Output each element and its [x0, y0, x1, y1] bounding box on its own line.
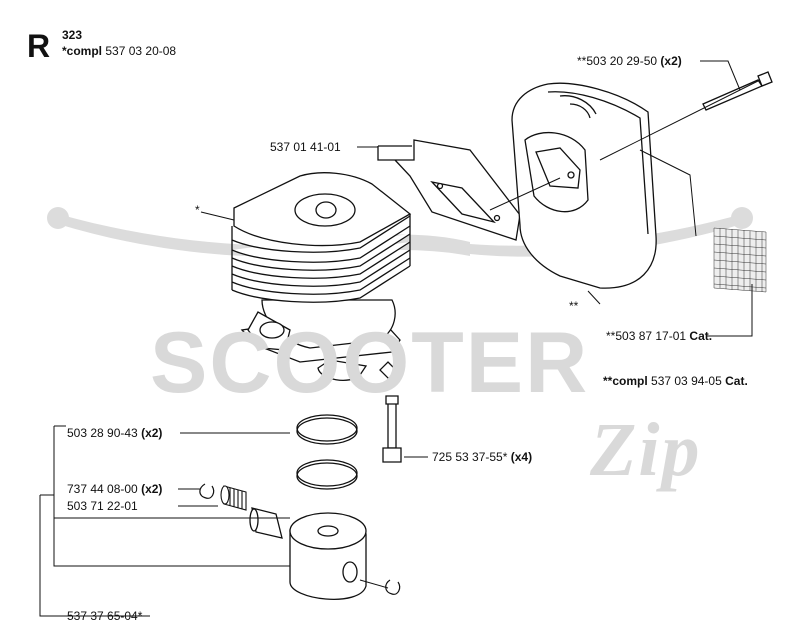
part-number: 503 87 17-01	[615, 329, 687, 343]
part-prefix: **	[606, 329, 616, 343]
part-number: 537 01 41-01	[270, 140, 341, 154]
part-number: 725 53 37-55*	[432, 450, 508, 464]
piston-rings-shape	[296, 414, 358, 490]
piston-shape	[289, 512, 367, 600]
part-number: 737 44 08-00	[67, 482, 138, 496]
compl-prefix: *compl	[62, 44, 103, 58]
part-qty: (x2)	[660, 54, 682, 68]
callout-cylinder-screw: 725 53 37-55* (x4)	[432, 450, 532, 464]
muffler-bolt-shape	[702, 71, 773, 111]
callout-muffler-bolt: **503 20 29-50 (x2)	[577, 54, 682, 68]
section-letter: R	[27, 28, 51, 64]
part-number: 537 37 65-04*	[67, 609, 143, 623]
callout-piston-kit: 537 37 65-04*	[67, 609, 142, 623]
part-qty: (x2)	[141, 482, 163, 496]
model-number: 323	[62, 28, 83, 42]
callout-muffler-bracket: 537 01 41-01	[270, 140, 341, 154]
callout-spark-screen: **503 87 17-01 Cat.	[606, 329, 712, 343]
cylinder-screw-shape	[382, 395, 402, 463]
part-qty: Cat.	[689, 329, 713, 343]
muffler-shape	[511, 82, 657, 289]
part-qty: (x2)	[141, 426, 163, 440]
part-prefix: *	[195, 203, 200, 217]
callout-muffler-star: **	[569, 299, 578, 313]
needle-bearing-shape	[220, 485, 247, 511]
part-qty: (x4)	[510, 450, 533, 464]
callout-piston-circlip: 737 44 08-00 (x2)	[67, 482, 162, 496]
part-number: 503 28 90-43	[67, 426, 138, 440]
callout-piston-ring: 503 28 90-43 (x2)	[67, 426, 162, 440]
circlips-shape	[199, 483, 401, 595]
leader-lines	[39, 60, 761, 617]
watermark-text: SCOOTER	[150, 315, 590, 411]
part-prefix: **	[569, 299, 579, 313]
callout-cylinder-star: *	[195, 203, 200, 217]
part-number: 503 20 29-50	[586, 54, 658, 68]
callout-muffler-compl: **compl 537 03 94-05 Cat.	[603, 374, 748, 388]
cylinder-shape	[231, 172, 412, 381]
watermark-script: Zip	[590, 408, 702, 492]
part-number: 537 03 94-05	[651, 374, 722, 388]
muffler-bracket-shape	[377, 139, 521, 241]
wrist-pin-shape	[249, 507, 283, 539]
part-prefix: **	[577, 54, 587, 68]
part-prefix: **compl	[603, 374, 648, 388]
compl-assembly-line: *compl 537 03 20-08	[62, 44, 176, 58]
spark-screen-shape	[713, 227, 767, 293]
part-qty: Cat.	[725, 374, 748, 388]
part-number: 503 71 22-01	[67, 499, 138, 513]
callout-needle-bearing: 503 71 22-01	[67, 499, 138, 513]
compl-part-number: 537 03 20-08	[105, 44, 177, 58]
